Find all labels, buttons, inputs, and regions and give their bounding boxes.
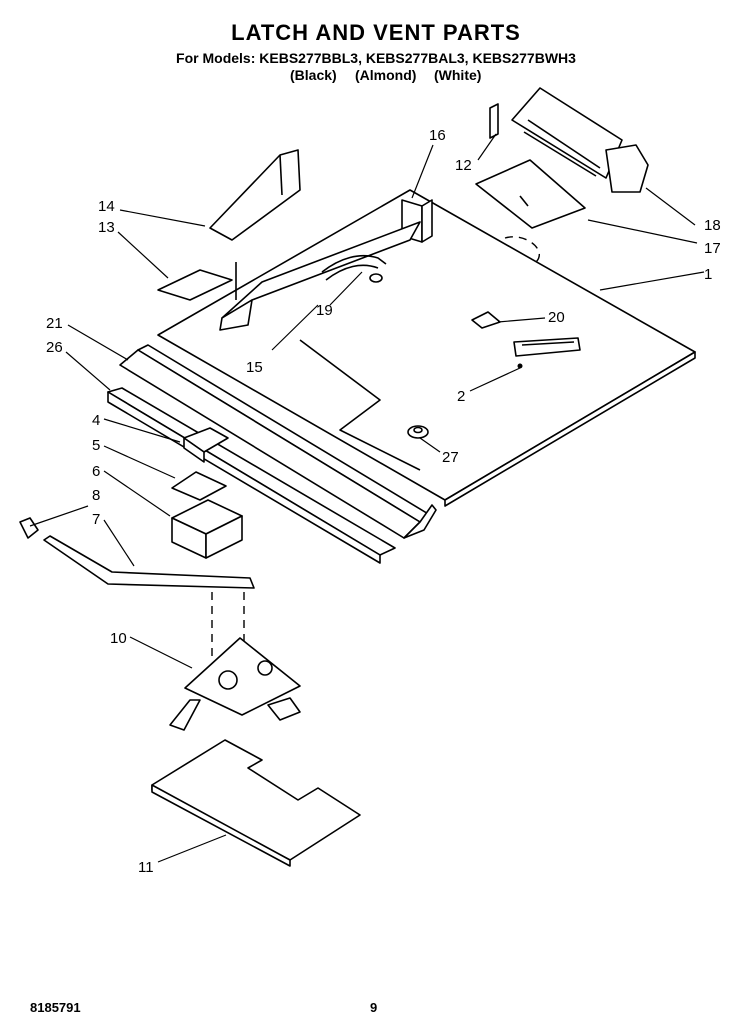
callout-1: 1 xyxy=(704,266,712,283)
part-5-insulator xyxy=(171,471,227,501)
callout-4: 4 xyxy=(92,412,100,429)
callout-16: 16 xyxy=(429,127,446,144)
part-27-grommet xyxy=(407,425,429,439)
model-list: For Models: KEBS277BBL3, KEBS277BAL3, KE… xyxy=(176,50,576,66)
callout-8: 8 xyxy=(92,487,100,504)
callout-7: 7 xyxy=(92,511,100,528)
callout-15: 15 xyxy=(246,359,263,376)
part-19-tube xyxy=(321,254,387,283)
callout-6: 6 xyxy=(92,463,100,480)
callout-14: 14 xyxy=(98,198,115,215)
part-26-trim-strip xyxy=(107,387,396,564)
callout-27: 27 xyxy=(442,449,459,466)
part-17-fan-bracket xyxy=(475,159,586,229)
callout-17: 17 xyxy=(704,240,721,257)
part-13-vent-plate xyxy=(157,269,233,301)
part-10-latch xyxy=(169,637,301,731)
callout-12: 12 xyxy=(455,157,472,174)
color-white: (White) xyxy=(434,67,482,83)
part-1-top-panel xyxy=(157,189,696,507)
callout-20: 20 xyxy=(548,309,565,326)
leader-lines xyxy=(29,133,705,863)
callout-21: 21 xyxy=(46,315,63,332)
callout-11: 11 xyxy=(138,859,154,876)
part-15-vent-channel xyxy=(219,221,421,331)
callout-19: 19 xyxy=(316,302,333,319)
part-7-latch-link xyxy=(43,535,255,589)
callout-13: 13 xyxy=(98,219,115,236)
part-number: 8185791 xyxy=(30,1000,81,1015)
ground-ring xyxy=(504,236,540,263)
part-14-vent-duct xyxy=(209,149,301,241)
callout-26: 26 xyxy=(46,339,63,356)
part-6-bracket xyxy=(171,499,243,559)
part-21-front-trim xyxy=(119,344,437,539)
part-8-knob xyxy=(19,517,39,539)
page-title: LATCH AND VENT PARTS xyxy=(231,20,521,45)
callout-labels: 1 2 4 5 6 7 8 10 11 12 13 14 15 16 17 18… xyxy=(46,127,721,876)
callout-2: 2 xyxy=(457,388,465,405)
color-black: (Black) xyxy=(290,67,337,83)
part-4-switch xyxy=(183,427,229,463)
part-2-terminal-block xyxy=(513,337,581,369)
page-number: 9 xyxy=(370,1000,378,1015)
callout-10: 10 xyxy=(110,630,127,647)
part-11-shield-plate xyxy=(151,739,361,867)
callout-5: 5 xyxy=(92,437,100,454)
part-12-clip xyxy=(489,103,499,139)
part-18-fan-motor xyxy=(511,87,649,193)
callout-18: 18 xyxy=(704,217,721,234)
color-almond: (Almond) xyxy=(355,67,417,83)
